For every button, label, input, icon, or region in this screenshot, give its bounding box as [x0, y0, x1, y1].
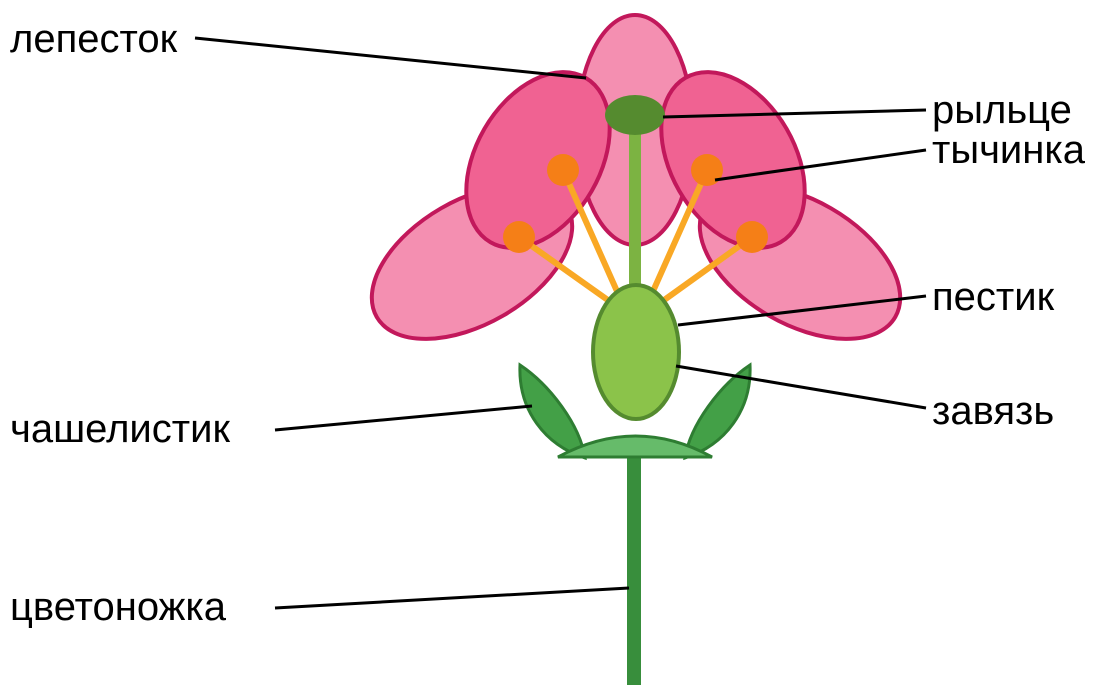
anther-2: [547, 154, 579, 186]
petal-leader-line: [195, 38, 586, 78]
pedicel-label: цветоножка: [10, 585, 227, 629]
sepal-leader-line: [275, 406, 532, 430]
ovary-label: завязь: [932, 389, 1054, 433]
sepal-label: чашелистик: [10, 407, 230, 451]
sepal-left-shape: [520, 365, 585, 458]
pedicel-leader-line: [275, 588, 629, 608]
anther-3: [691, 154, 723, 186]
sepal-right-shape: [685, 365, 750, 458]
stamen-label: тычинка: [932, 128, 1086, 172]
stigma-label: рыльце: [932, 88, 1072, 132]
style-shape: [629, 130, 641, 295]
anther-1: [503, 221, 535, 253]
pistil-label: пестик: [932, 275, 1055, 319]
petal-label: лепесток: [10, 17, 178, 61]
ovary-shape: [593, 285, 679, 419]
pedicel-shape: [627, 455, 641, 685]
anther-4: [736, 221, 768, 253]
stigma-shape: [605, 95, 665, 135]
